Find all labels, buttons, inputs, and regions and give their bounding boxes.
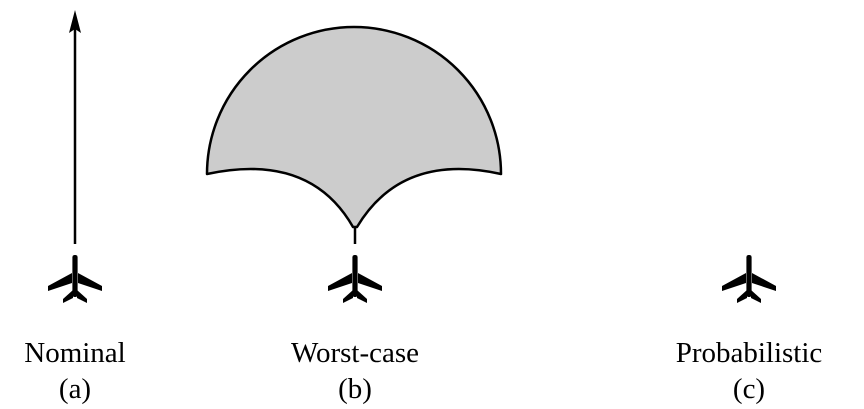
aircraft-icon bbox=[722, 255, 776, 303]
panel-b-label: (b) bbox=[338, 373, 372, 405]
panel-c-title: Probabilistic bbox=[676, 337, 823, 369]
panel-c-probabilistic: Probabilistic (c) bbox=[676, 255, 823, 405]
aircraft-icon bbox=[48, 255, 102, 303]
arrowhead bbox=[69, 10, 81, 33]
panel-b-worst-case: Worst-case (b) bbox=[205, 25, 503, 405]
panel-b-title: Worst-case bbox=[291, 337, 419, 369]
worst-case-reachable-region bbox=[205, 25, 503, 229]
panel-c-label: (c) bbox=[733, 373, 765, 405]
panel-a-label: (a) bbox=[59, 373, 91, 405]
aircraft-icon bbox=[328, 255, 382, 303]
panel-a-title: Nominal bbox=[24, 337, 126, 369]
panel-a-nominal: Nominal (a) bbox=[24, 10, 126, 405]
